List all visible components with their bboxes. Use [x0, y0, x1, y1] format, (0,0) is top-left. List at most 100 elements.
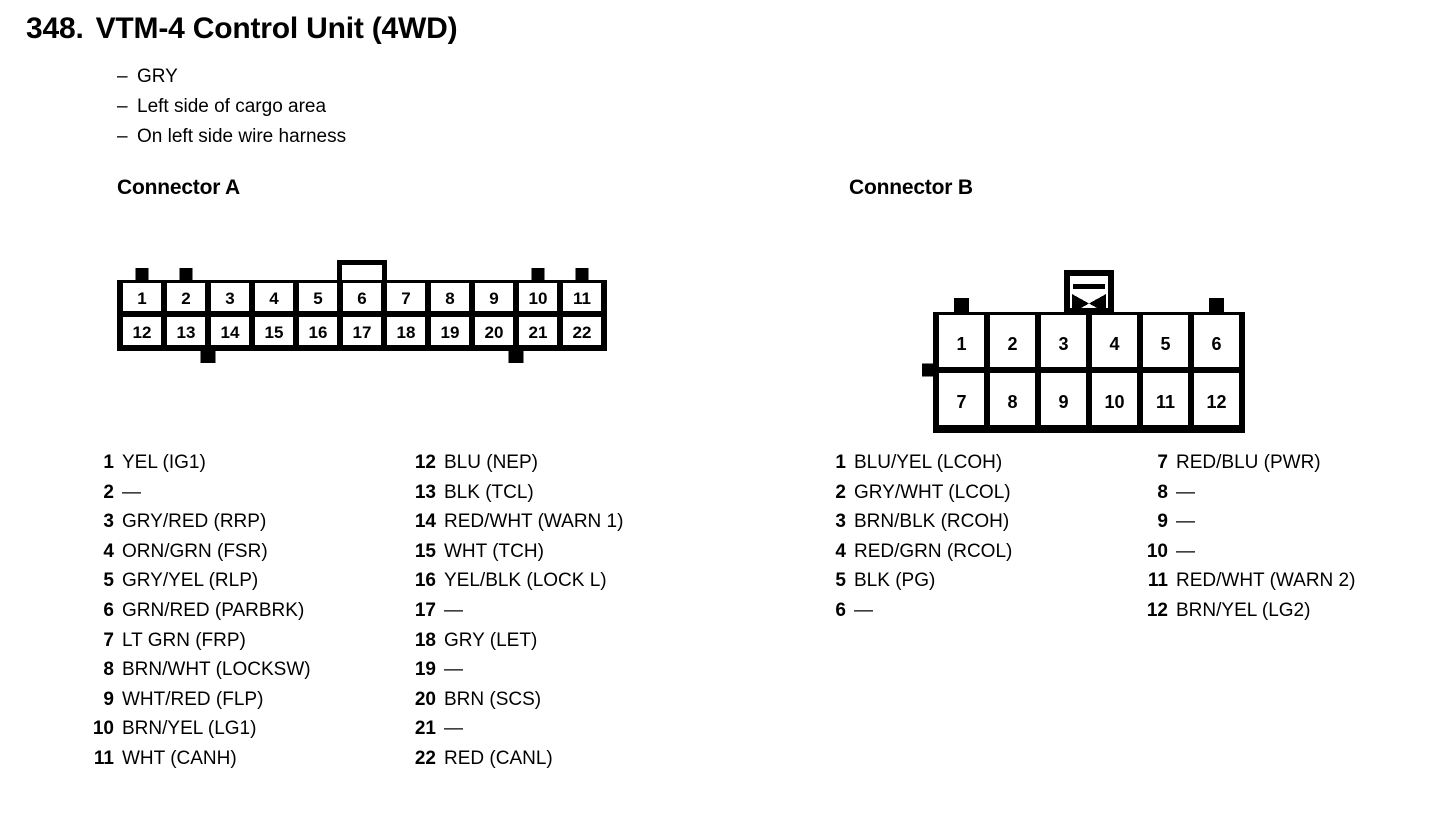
- pin-label: WHT/RED (FLP): [122, 688, 264, 710]
- pin-number: 8: [1157, 481, 1168, 503]
- pin-cell: [563, 283, 601, 311]
- pin-cell: [1092, 315, 1137, 367]
- connector-body: [933, 312, 1245, 433]
- pin-number: 18: [397, 323, 416, 342]
- pin-label: YEL/BLK (LOCK L): [444, 570, 607, 592]
- pin-number: 2: [181, 289, 190, 308]
- housing-tab-bottom: [200, 347, 216, 363]
- pin-number: 9: [103, 688, 114, 710]
- pin-number: 20: [414, 688, 436, 710]
- pin-label: ORN/GRN (FSR): [122, 540, 268, 562]
- pin-list-row: 18 GRY (LET): [410, 630, 623, 660]
- notes-list: –GRY –Left side of cargo area –On left s…: [117, 62, 617, 152]
- pin-label: LT GRN (FRP): [122, 629, 246, 651]
- pin-number: 11: [1147, 570, 1168, 592]
- pin-label: RED (CANL): [444, 747, 553, 769]
- pin-number: 2: [1007, 334, 1017, 354]
- pin-number: 7: [401, 289, 410, 308]
- latch-bowtie-right: [1089, 294, 1106, 313]
- pin-label: —: [1176, 511, 1195, 533]
- pin-label: BRN/YEL (LG1): [122, 718, 257, 740]
- pin-number: 16: [414, 570, 436, 592]
- pin-number: 18: [414, 629, 436, 651]
- pin-cell: [475, 317, 513, 345]
- pin-cell: [1041, 373, 1086, 425]
- pin-list-row: 9—: [1142, 511, 1355, 541]
- pin-number: 8: [1007, 392, 1017, 412]
- pin-list-row: 21—: [410, 718, 623, 748]
- pin-list-row: 20 BRN (SCS): [410, 689, 623, 719]
- pin-label: BRN/BLK (RCOH): [854, 511, 1010, 533]
- pin-number: 9: [1058, 392, 1068, 412]
- pin-label: BRN (SCS): [444, 688, 542, 710]
- pin-number: 6: [357, 289, 366, 308]
- pin-label: GRY/RED (RRP): [122, 511, 267, 533]
- pin-number: 19: [414, 659, 436, 681]
- pin-number: 10: [529, 289, 548, 308]
- pin-number: 12: [1206, 392, 1226, 412]
- pin-number: 17: [414, 599, 436, 621]
- pin-number: 5: [103, 570, 114, 592]
- pin-number: 4: [269, 289, 279, 308]
- pin-number: 8: [103, 659, 114, 681]
- housing-tab-top: [1209, 298, 1224, 316]
- housing-tab-top: [575, 268, 589, 284]
- pin-cell: [990, 315, 1035, 367]
- pin-number: 4: [1109, 334, 1119, 354]
- housing-side-notch-right: [1241, 363, 1245, 377]
- pin-label: RED/BLU (PWR): [1176, 452, 1321, 473]
- pin-list-row: 19—: [410, 659, 623, 689]
- connector-b-heading: Connector B: [849, 176, 973, 199]
- pin-number: 6: [835, 599, 846, 621]
- housing-tab-bottom: [953, 430, 970, 433]
- pin-label: —: [122, 481, 141, 503]
- pin-number: 12: [1146, 599, 1168, 621]
- pin-label: GRY (LET): [444, 629, 538, 651]
- latch-bar: [1073, 284, 1105, 289]
- pin-label: BLU (NEP): [444, 452, 538, 473]
- pin-label: WHT (CANH): [122, 747, 237, 769]
- pin-list-row: 9 WHT/RED (FLP): [88, 689, 311, 719]
- housing-side-notch-left: [922, 363, 937, 377]
- pin-number: 9: [489, 289, 498, 308]
- pin-cell: [299, 283, 337, 311]
- item-number: 348.: [26, 12, 84, 45]
- pin-number: 21: [529, 323, 548, 342]
- pin-cell: [519, 283, 557, 311]
- pin-list-row: 16 YEL/BLK (LOCK L): [410, 570, 623, 600]
- pin-cell: [167, 283, 205, 311]
- note-text: On left side wire harness: [137, 126, 347, 147]
- pin-number: 20: [485, 323, 504, 342]
- pin-number: 3: [103, 511, 114, 533]
- pin-list-row: 6—: [820, 600, 1012, 630]
- pin-label: BRN/YEL (LG2): [1176, 599, 1311, 621]
- pin-list-row: 2—: [88, 482, 311, 512]
- pin-number: 11: [1156, 392, 1175, 412]
- pin-label: —: [444, 599, 463, 621]
- pin-label: BLU/YEL (LCOH): [854, 452, 1003, 473]
- pin-label: GRY/WHT (LCOL): [854, 481, 1011, 503]
- pin-number: 7: [103, 629, 114, 651]
- pin-number: 1: [103, 452, 114, 473]
- pin-number: 16: [309, 323, 328, 342]
- pin-cell: [387, 317, 425, 345]
- pin-list-row: 3 GRY/RED (RRP): [88, 511, 311, 541]
- pin-number: 11: [93, 747, 114, 769]
- pin-label: BLK (TCL): [444, 481, 534, 503]
